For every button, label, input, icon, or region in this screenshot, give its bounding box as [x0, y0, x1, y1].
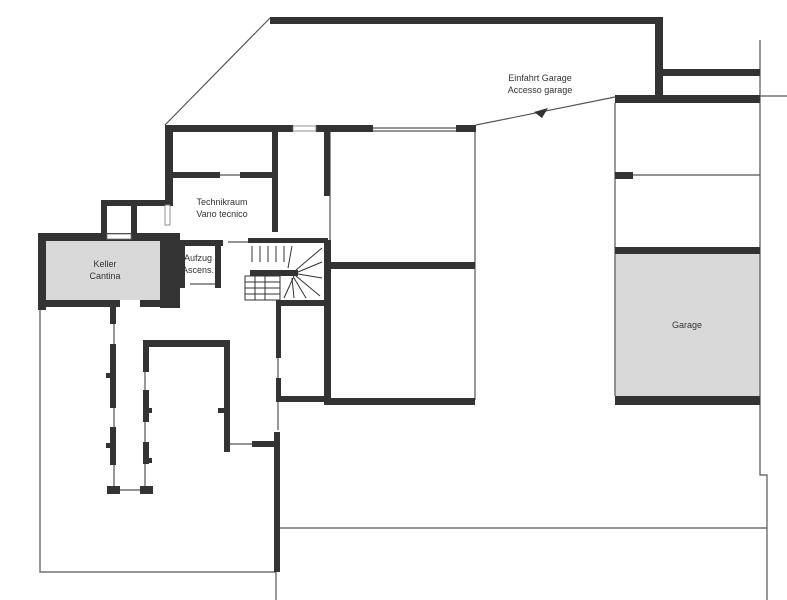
wall: [324, 262, 475, 269]
room-name-de: Technikraum: [196, 197, 248, 207]
wall: [110, 427, 116, 465]
window: [164, 204, 171, 226]
wall: [143, 340, 230, 347]
wall: [38, 233, 173, 241]
wall: [143, 390, 149, 422]
wall: [240, 172, 274, 178]
wall: [106, 443, 112, 448]
room-fill: [45, 241, 161, 300]
wall: [165, 125, 293, 132]
staircase: [244, 245, 323, 301]
wall: [456, 125, 476, 132]
wall: [252, 441, 278, 447]
wall: [615, 396, 760, 405]
wall: [110, 344, 116, 408]
wall: [218, 408, 224, 413]
stair-tread: [293, 277, 307, 299]
wall: [276, 300, 281, 358]
wall: [324, 300, 331, 405]
wall: [660, 69, 760, 76]
wall: [106, 373, 112, 378]
room-name-it: Cantina: [89, 271, 121, 281]
stair-tread: [287, 245, 293, 269]
wall: [270, 17, 662, 24]
wall: [248, 238, 328, 243]
room-fill: [615, 254, 760, 396]
room-name-it: Vano tecnico: [196, 209, 248, 219]
stair-tread: [291, 277, 295, 299]
wall: [180, 246, 185, 288]
stair-tread: [295, 247, 323, 271]
stair-tread: [297, 273, 323, 279]
wall: [38, 233, 46, 310]
stair-tread: [295, 275, 321, 297]
wall: [272, 128, 278, 232]
shaded-rooms: [45, 241, 760, 396]
room-label-technikraum: Technikraum Vano tecnico: [196, 196, 247, 220]
wall: [143, 340, 149, 372]
wall: [655, 17, 663, 99]
wall: [172, 172, 220, 178]
window: [106, 233, 132, 240]
wall: [131, 200, 137, 238]
wall: [324, 240, 331, 300]
wall: [276, 396, 326, 402]
wall: [276, 378, 281, 402]
wall: [101, 200, 107, 238]
room-name: Garage: [671, 320, 703, 330]
wall: [324, 398, 475, 405]
wall: [615, 172, 633, 179]
stair-tread: [283, 275, 295, 299]
thin-line: [39, 310, 277, 600]
entrance-label: Einfahrt Garage Accesso garage: [508, 72, 573, 96]
wall: [168, 240, 223, 246]
walls: [38, 17, 760, 572]
wall: [224, 340, 230, 452]
room-name-de: Keller: [93, 259, 117, 269]
wall: [316, 125, 373, 132]
wall: [615, 95, 760, 103]
entrance-label-de: Einfahrt Garage: [508, 73, 572, 83]
wall: [215, 240, 221, 288]
wall: [615, 247, 760, 254]
room-label-garage: Garage: [672, 319, 702, 331]
wall: [250, 270, 298, 276]
wall: [147, 458, 152, 463]
room-label-aufzug: Aufzug Ascens.: [182, 252, 214, 276]
wall: [160, 233, 180, 308]
wall: [165, 125, 173, 205]
room-label-keller: Keller Cantina: [89, 258, 120, 282]
wall: [143, 442, 149, 464]
wall: [276, 300, 330, 306]
wall: [140, 486, 153, 494]
room-name-it: Ascens.: [181, 265, 215, 275]
thin-line: [113, 306, 146, 491]
thin-line: [759, 40, 768, 600]
entrance-arrow-icon: [534, 108, 548, 118]
wall: [274, 432, 280, 572]
thin-line: [164, 17, 271, 126]
wall: [107, 486, 120, 494]
stair-flight: [244, 275, 281, 301]
wall: [324, 128, 330, 196]
entrance-label-it: Accesso garage: [507, 85, 573, 95]
wall: [147, 408, 152, 413]
wall: [38, 300, 120, 307]
room-name-de: Aufzug: [183, 253, 213, 263]
windows: [106, 125, 317, 240]
wall: [140, 300, 170, 307]
stair-tread: [297, 261, 323, 273]
window: [292, 125, 317, 132]
wall: [110, 306, 116, 324]
